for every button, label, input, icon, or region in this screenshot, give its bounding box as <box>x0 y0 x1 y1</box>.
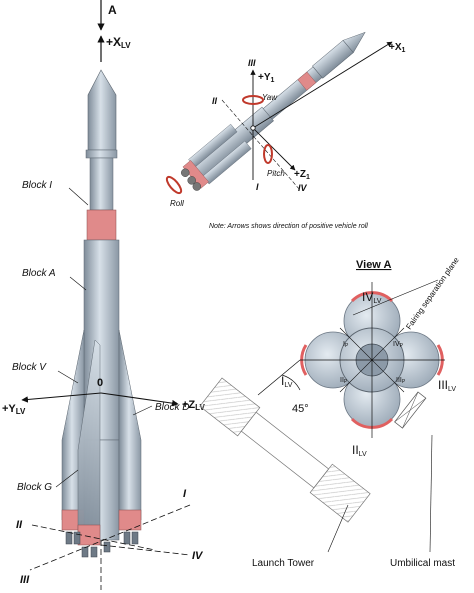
pitch-label: Pitch <box>267 169 285 178</box>
z1-label: +Z1 <box>294 169 310 181</box>
ii-lv-label: IILV <box>352 443 367 458</box>
iii-lv-label: IIILV <box>438 378 456 393</box>
booster-front <box>77 339 101 546</box>
plane-ii-line <box>31 524 156 551</box>
umbilical-mast-label: Umbilical mast <box>390 558 455 569</box>
main-rocket-view: A +XLV Block I Block A Block V Block G B… <box>2 0 205 590</box>
fairing-plane-line <box>352 279 439 316</box>
block-i-red-band <box>86 209 117 241</box>
z-lv-label: +ZLV <box>182 399 205 412</box>
roll-label: Roll <box>170 199 184 208</box>
view-a-diag-2 <box>339 327 405 393</box>
x1-axis-arrow <box>252 41 393 129</box>
x1-label: +X1 <box>389 42 406 54</box>
launch-tower <box>199 377 371 523</box>
angle-arc <box>281 374 301 391</box>
view-a: View A <box>199 255 461 569</box>
attitude-view: +X1 +Y1 +Z1 Yaw Pitch Roll III II I IV N… <box>165 31 406 230</box>
block-i-label: Block I <box>22 180 52 191</box>
roll-rotation-arrow <box>165 175 183 195</box>
launch-tower-label: Launch Tower <box>252 558 315 569</box>
block-d-label: Block D <box>155 402 189 413</box>
z-axis-arrow <box>100 392 179 407</box>
plane-iv-line <box>100 544 191 556</box>
origin-label: 0 <box>97 377 103 389</box>
plane-i-iii-line <box>29 504 191 571</box>
small-i-label: IP <box>343 341 349 349</box>
roll-direction-note: Note: Arrows shows direction of positive… <box>209 223 368 230</box>
small-ii-label: IIP <box>340 377 348 385</box>
view-a-label: A <box>108 3 117 17</box>
fairing-separation-label: Fairing separation plane <box>404 255 461 331</box>
attitude-plane-ii-label: II <box>212 96 218 106</box>
umbilical-mast <box>394 391 427 429</box>
leader-lines <box>55 187 153 488</box>
attitude-rocket <box>181 31 366 191</box>
pitch-rotation-arrow <box>263 144 273 164</box>
plane-iv-label: IV <box>192 550 204 562</box>
attitude-plane-i-label: I <box>256 182 259 192</box>
z1-axis-arrow <box>252 127 296 171</box>
attitude-plane-iv-label: IV <box>298 183 308 193</box>
y-lv-label: +YLV <box>2 403 26 416</box>
y1-label: +Y1 <box>258 72 275 84</box>
attitude-plane-iii-label: III <box>248 58 256 68</box>
y-axis-arrow <box>21 392 102 403</box>
engine-nozzles <box>65 531 139 558</box>
small-iii-label: IIIP <box>396 377 406 385</box>
block-g-label: Block G <box>17 482 52 493</box>
attitude-plane-ii-iv <box>221 99 301 191</box>
plane-ii-label: II <box>16 519 23 531</box>
block-a-label: Block A <box>22 268 56 279</box>
launch-tower-leader <box>327 504 349 553</box>
booster-right <box>118 329 142 531</box>
iv-lv-label: IVLV <box>362 290 382 305</box>
yaw-label: Yaw <box>262 93 278 102</box>
block-v-label: Block V <box>12 362 47 373</box>
plane-i-label: I <box>183 488 187 500</box>
angle-label: 45° <box>292 403 309 415</box>
yaw-rotation-arrow <box>242 95 264 105</box>
view-a-title: View A <box>356 259 392 271</box>
x-lv-label: +XLV <box>106 35 131 50</box>
umbilical-mast-leader <box>429 434 433 553</box>
plane-iii-label: III <box>20 574 30 586</box>
i-lv-label: ILV <box>281 374 293 389</box>
small-iv-label: IVP <box>393 341 404 349</box>
rocket-core <box>83 69 120 541</box>
